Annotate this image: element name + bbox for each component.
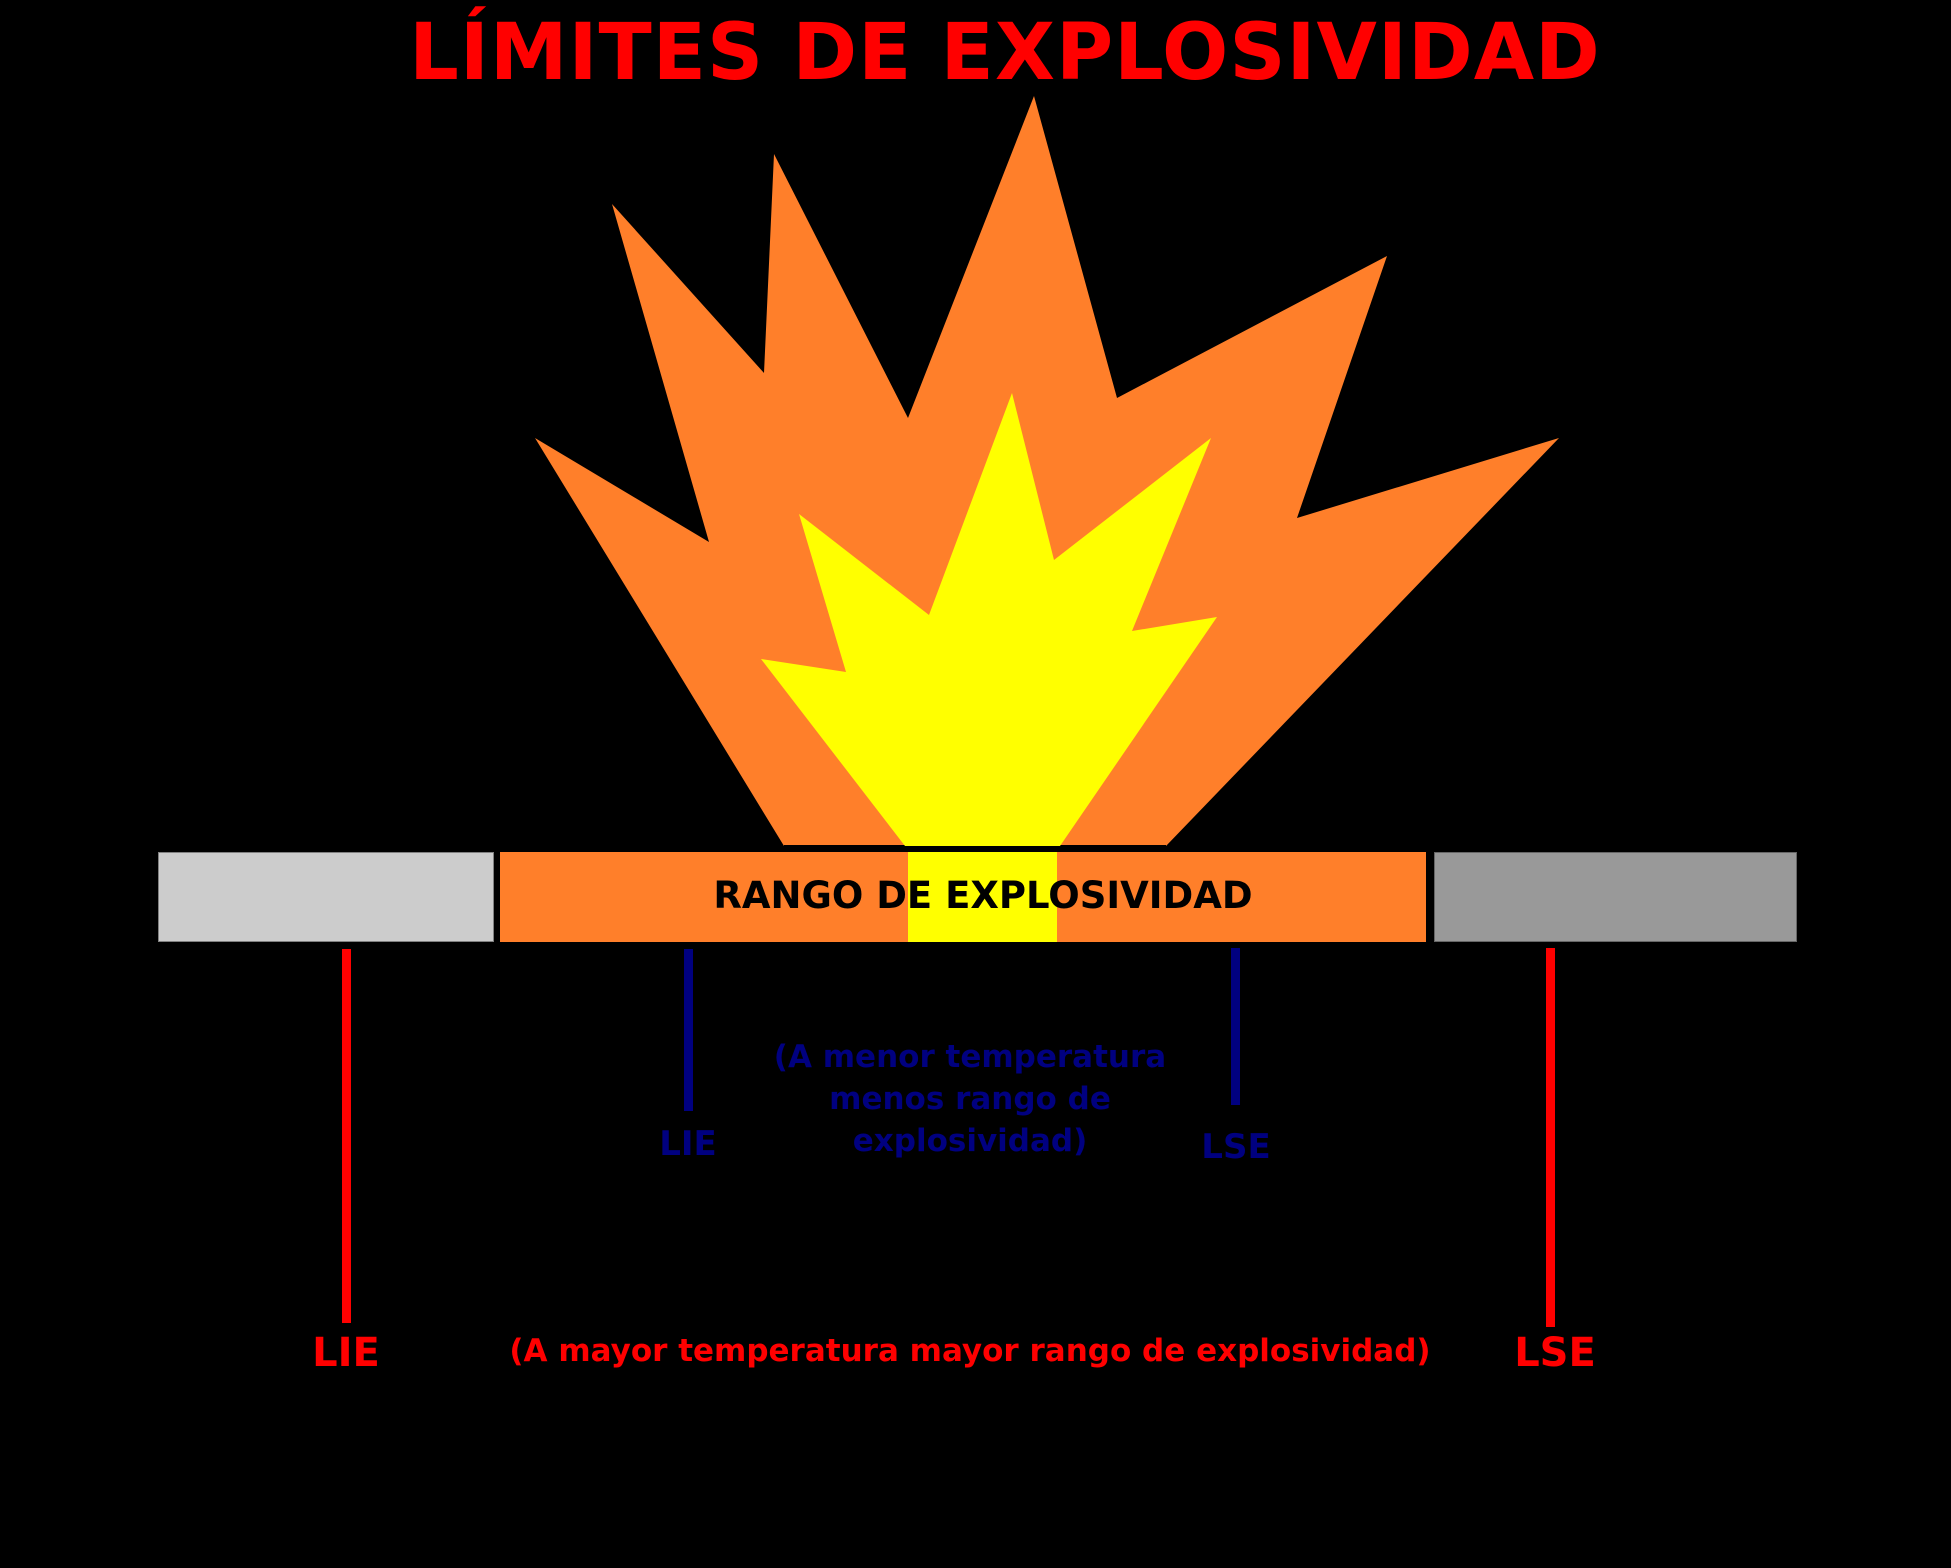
low-temp-lie-marker bbox=[684, 949, 693, 1111]
low-temp-lse-label: LSE bbox=[1201, 1127, 1271, 1167]
high-temp-lie-marker bbox=[342, 949, 351, 1323]
range-label: RANGO DE EXPLOSIVIDAD bbox=[713, 874, 1253, 917]
high-temp-lse-label: LSE bbox=[1514, 1330, 1596, 1376]
low-temp-note-line: menos rango de bbox=[829, 1081, 1111, 1117]
diagram-title: LÍMITES DE EXPLOSIVIDAD bbox=[409, 8, 1601, 98]
low-temp-lse-marker bbox=[1231, 948, 1240, 1105]
high-temp-lse-marker bbox=[1546, 948, 1555, 1327]
low-temp-note-line: explosividad) bbox=[852, 1123, 1088, 1159]
flame-inner-shape bbox=[761, 393, 1217, 846]
low-temp-note-line: (A menor temperatura bbox=[773, 1039, 1167, 1075]
explosive-range-bar: RANGO DE EXPLOSIVIDAD bbox=[500, 852, 1426, 942]
below-range-bar bbox=[158, 852, 494, 942]
low-temp-note: (A menor temperatura menos rango de expl… bbox=[745, 1036, 1195, 1162]
flame-outer-shape bbox=[535, 96, 1559, 846]
high-temp-note: (A mayor temperatura mayor rango de expl… bbox=[509, 1333, 1431, 1369]
explosive-core-segment bbox=[908, 852, 1057, 942]
low-temp-lie-label: LIE bbox=[659, 1124, 717, 1164]
high-temp-lie-label: LIE bbox=[312, 1330, 380, 1376]
above-range-bar bbox=[1434, 852, 1797, 942]
